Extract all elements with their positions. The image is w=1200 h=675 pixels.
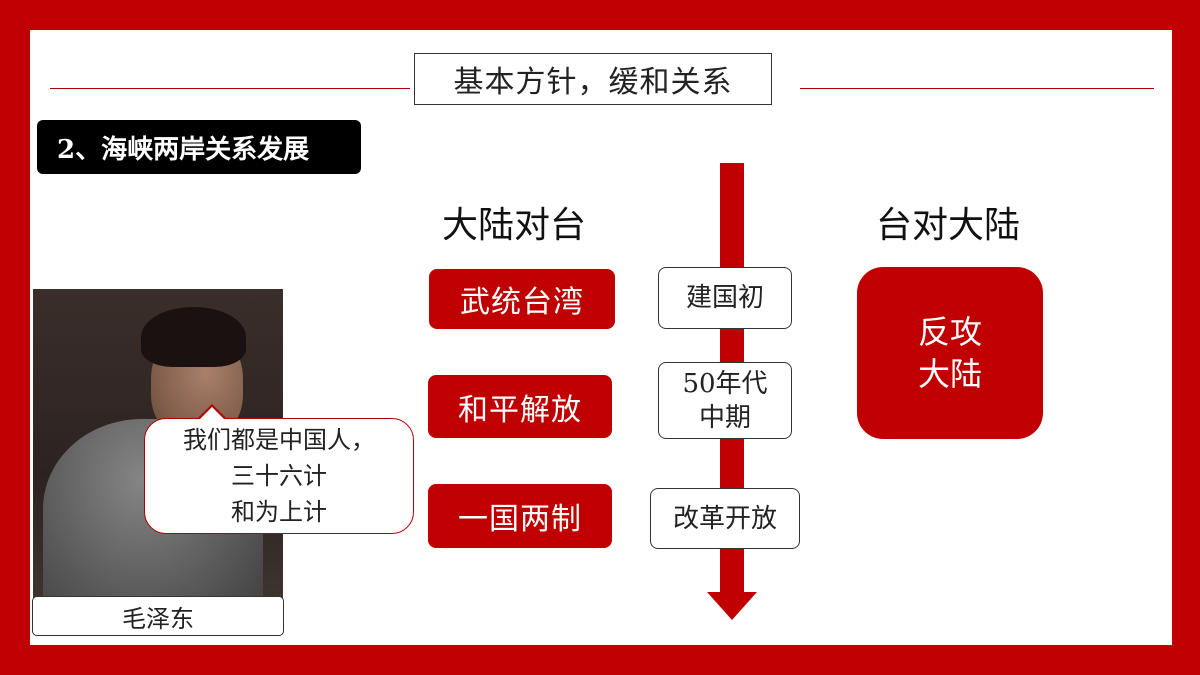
policy-box-counterattack-mainland: 反攻 大陆 (857, 267, 1043, 439)
timeline-arrow-head (707, 592, 757, 620)
speech-line: 和为上计 (231, 498, 327, 526)
period-label: 改革开放 (672, 503, 777, 534)
policy-box-armed-unification: 武统台湾 (429, 269, 615, 329)
policy-label: 大陆 (917, 355, 982, 393)
speech-bubble-tail-inner (198, 407, 226, 421)
section-heading: 2、海峡两岸关系发展 (37, 120, 361, 174)
period-box-reform-opening: 改革开放 (650, 488, 800, 549)
portrait-caption: 毛泽东 (32, 596, 284, 636)
period-label: 建国初 (685, 283, 764, 313)
portrait-hair-shape (141, 307, 246, 367)
policy-box-peaceful-liberation: 和平解放 (428, 375, 612, 438)
period-box-early-prc: 建国初 (658, 267, 792, 329)
mainland-to-taiwan-heading: 大陆对台 (442, 205, 587, 246)
speech-bubble: 我们都是中国人， 三十六计 和为上计 (144, 418, 414, 534)
period-label: 50年代 (682, 368, 768, 399)
title-divider-left (50, 88, 410, 89)
speech-line: 三十六计 (231, 462, 327, 490)
policy-box-one-country-two-systems: 一国两制 (428, 484, 612, 548)
title-divider-right (800, 88, 1154, 89)
slide-title: 基本方针，缓和关系 (414, 53, 772, 105)
period-label: 中期 (698, 402, 751, 433)
policy-label: 反攻 (917, 313, 982, 351)
speech-line: 我们都是中国人， (183, 426, 375, 454)
period-box-mid-1950s: 50年代 中期 (658, 362, 792, 439)
taiwan-to-mainland-heading: 台对大陆 (876, 205, 1021, 246)
